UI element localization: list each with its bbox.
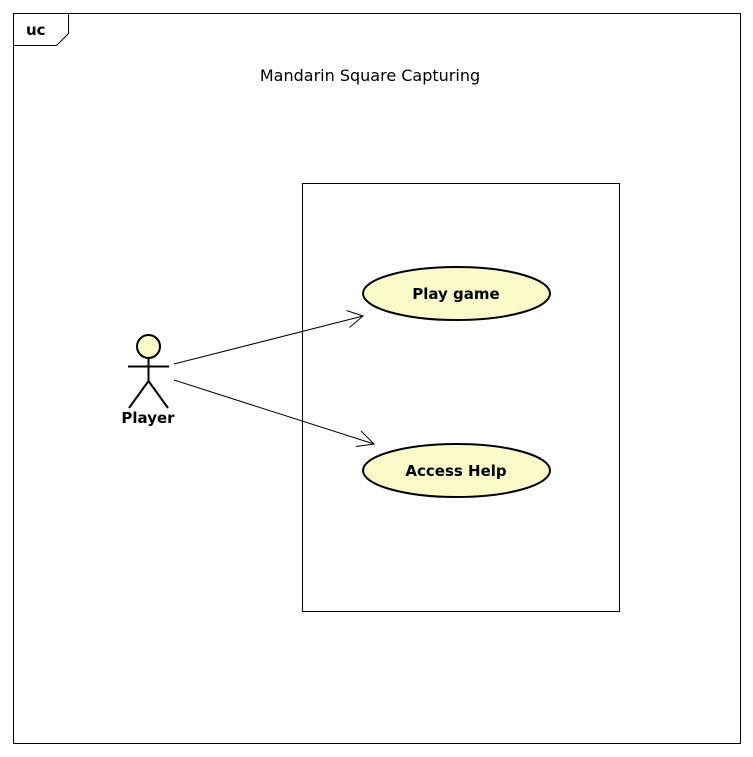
association-to-play-game[interactable] <box>173 310 364 365</box>
use-case-label: Play game <box>412 285 500 303</box>
actor-head <box>136 334 161 359</box>
use-case-access-help[interactable] <box>362 443 551 498</box>
use-case-label: Access Help <box>405 462 507 480</box>
use-case-play-game[interactable] <box>362 266 551 321</box>
actor-right-leg <box>147 380 169 409</box>
actor-left-leg <box>128 380 150 409</box>
actor-label: Player <box>121 409 175 427</box>
frame-tag <box>13 13 69 46</box>
open-arrowhead-icon <box>346 310 364 328</box>
actor-figure-icon[interactable] <box>128 334 169 409</box>
open-arrowhead-icon <box>355 430 376 447</box>
diagram-title: Mandarin Square Capturing <box>259 66 481 85</box>
association-to-access-help[interactable] <box>173 379 376 447</box>
frame-kind-label: uc <box>26 21 46 39</box>
system-boundary <box>302 183 620 612</box>
